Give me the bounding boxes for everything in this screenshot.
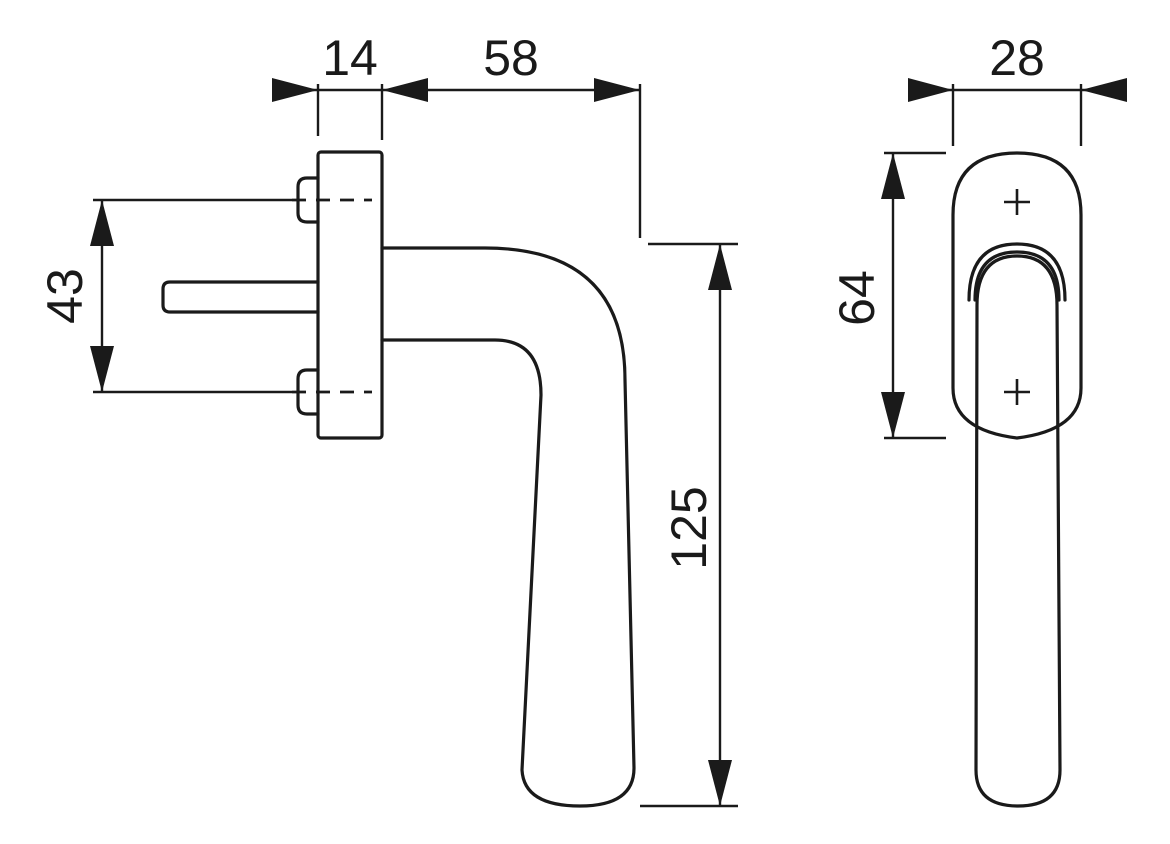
handle-lever-front	[974, 254, 1062, 808]
arrow-58-left	[382, 78, 428, 102]
handle-collar-inner	[973, 250, 1061, 302]
handle-collar-outer	[967, 242, 1067, 302]
dimension-label-14: 14	[322, 30, 378, 86]
front-view: 28 64	[829, 30, 1127, 808]
screw-marker-top	[1004, 189, 1030, 215]
dimension-14: 14	[272, 30, 382, 102]
dimension-label-125: 125	[661, 486, 717, 569]
dimension-125: 125	[661, 244, 732, 806]
arrow-28-right	[1081, 78, 1127, 102]
arrow-64-bottom	[881, 392, 905, 438]
dimension-58: 58	[382, 30, 640, 102]
spindle	[161, 280, 320, 314]
dimension-28: 28	[908, 30, 1127, 102]
arrow-14-left	[272, 78, 318, 102]
arrow-125-top	[708, 244, 732, 290]
rose-plate	[316, 150, 384, 440]
dimension-label-43: 43	[37, 268, 93, 324]
screw-marker-bottom	[1004, 379, 1030, 405]
dimension-64: 64	[829, 153, 905, 438]
arrow-125-bottom	[708, 760, 732, 806]
front-rose-outline	[951, 151, 1083, 440]
arrow-64-top	[881, 153, 905, 199]
dimension-label-58: 58	[483, 30, 539, 86]
arrow-43-bottom	[90, 346, 114, 392]
arrow-43-top	[90, 200, 114, 246]
arrow-28-left	[908, 78, 953, 102]
dimension-label-64: 64	[829, 270, 885, 326]
arrow-58-right	[594, 78, 640, 102]
side-view: 14 58 43 125	[37, 30, 738, 808]
dimension-label-28: 28	[989, 30, 1045, 86]
handle-lever-profile	[380, 246, 636, 808]
dimension-43: 43	[37, 200, 114, 392]
